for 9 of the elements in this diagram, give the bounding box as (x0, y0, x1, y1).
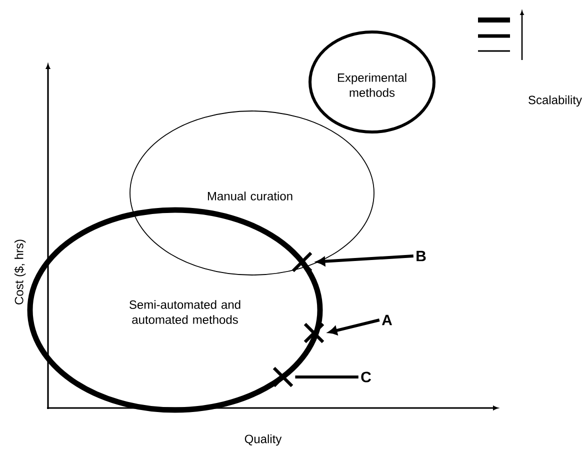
point-letter: A (382, 314, 392, 326)
axis-label: Quality (244, 434, 282, 446)
cross-mark (303, 322, 325, 344)
axis-label: Scalability (528, 95, 582, 107)
arrow (316, 254, 414, 266)
point-letter: B (416, 250, 426, 262)
cross-mark (272, 366, 294, 388)
point-letter: C (361, 372, 371, 382)
arrow (328, 318, 380, 335)
